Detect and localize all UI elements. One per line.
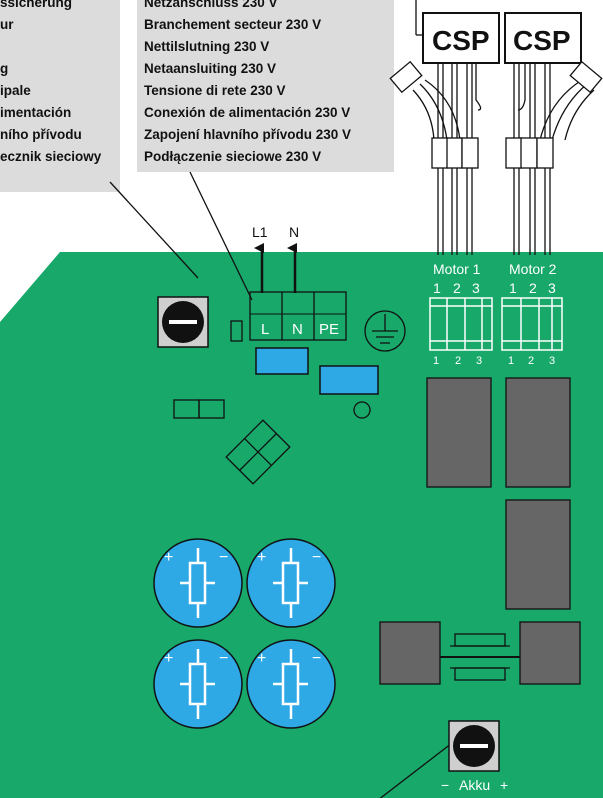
motor1-pin-bottom: 2 (455, 355, 461, 367)
label-line: Branchement secteur 230 V (144, 17, 322, 32)
battery-fuse (448, 720, 500, 772)
capacitor-minus: − (219, 549, 228, 566)
mains-fuse-label-box: ssicherung ur g ipale imentación ního př… (0, 0, 120, 192)
rotated-component (225, 419, 291, 485)
chip (519, 621, 581, 685)
label-line: Nettilslutning 230 V (144, 39, 270, 54)
n-label: N (289, 224, 299, 240)
motor1-pin-top: 1 (433, 280, 441, 296)
motor1-pin-bottom: 3 (476, 355, 482, 367)
motor2-title: Motor 2 (509, 261, 557, 277)
label-line: imentación (0, 105, 72, 120)
label-line: Zapojení hlavního přívodu 230 V (144, 127, 352, 142)
relay (255, 347, 309, 375)
mains-fuse (157, 296, 209, 348)
label-line: ssicherung (0, 0, 73, 10)
label-line: ního přívodu (0, 127, 82, 142)
mains-leader-line (189, 171, 253, 301)
motor2-terminal (501, 297, 563, 351)
battery-plus: + (500, 777, 508, 793)
capacitor-minus: − (312, 549, 321, 566)
terminal-n: N (292, 321, 303, 338)
battery-minus: − (441, 777, 449, 793)
label-line: Conexión de alimentación 230 V (144, 105, 351, 120)
motor2-pin-top: 1 (509, 280, 517, 296)
capacitor-plus: + (257, 650, 266, 667)
motor1-pin-top: 2 (453, 280, 461, 296)
terminal-l: L (261, 321, 269, 338)
motor2-pin-top: 2 (529, 280, 537, 296)
label-line: Netzanschluss 230 V (144, 0, 278, 10)
motor-relay-chip (505, 377, 571, 488)
capacitor-minus: − (219, 650, 228, 667)
motor2-ferrites (505, 137, 554, 169)
label-line: g (0, 61, 9, 76)
capacitor: + − (153, 538, 243, 628)
csp-box: CSP (422, 12, 500, 64)
csp-label: CSP (513, 25, 571, 56)
fuse-holder (450, 633, 510, 681)
motor2-pin-bottom: 2 (528, 355, 534, 367)
capacitor: + − (153, 639, 243, 729)
capacitor: + − (246, 538, 336, 628)
capacitor-plus: + (164, 549, 173, 566)
battery-leader-line (379, 739, 457, 798)
label-line: Tensione di rete 230 V (144, 83, 286, 98)
label-line: Podłączenie sieciowe 230 V (144, 149, 322, 164)
small-component (230, 320, 243, 342)
capacitor: + − (246, 639, 336, 729)
csp-box: CSP (504, 12, 582, 64)
motor1-terminal (429, 297, 493, 351)
cable-clip (569, 60, 603, 94)
mains-connection-label-box: Netzanschluss 230 V Branchement secteur … (137, 0, 394, 172)
motor1-ferrites (431, 137, 479, 169)
motor2-pin-bottom: 3 (549, 355, 555, 367)
csp-label: CSP (432, 25, 490, 56)
capacitor-minus: − (312, 650, 321, 667)
mains-terminal-block: L N PE (249, 291, 347, 341)
capacitor-plus: + (257, 549, 266, 566)
terminal-pe: PE (319, 321, 339, 338)
ground-symbol (364, 310, 406, 352)
led (353, 401, 371, 419)
motor2-pin-bottom: 1 (508, 355, 514, 367)
chip (379, 621, 441, 685)
label-line: ipale (0, 83, 31, 98)
capacitor-plus: + (164, 650, 173, 667)
fuse-leader-line (109, 181, 199, 279)
double-component (173, 399, 225, 419)
motor-relay-chip (426, 377, 492, 488)
motor1-pin-bottom: 1 (433, 355, 439, 367)
cable-clip (389, 60, 423, 94)
motor-relay-chip (505, 499, 571, 610)
l1-label: L1 (252, 224, 268, 240)
motor1-title: Motor 1 (433, 261, 481, 277)
label-line: ecznik sieciowy (0, 149, 102, 164)
battery-label: Akku (459, 777, 490, 793)
label-line: Netaansluiting 230 V (144, 61, 277, 76)
motor2-pin-top: 3 (548, 280, 556, 296)
relay (319, 365, 379, 395)
label-line: ur (0, 17, 14, 32)
motor1-pin-top: 3 (472, 280, 480, 296)
